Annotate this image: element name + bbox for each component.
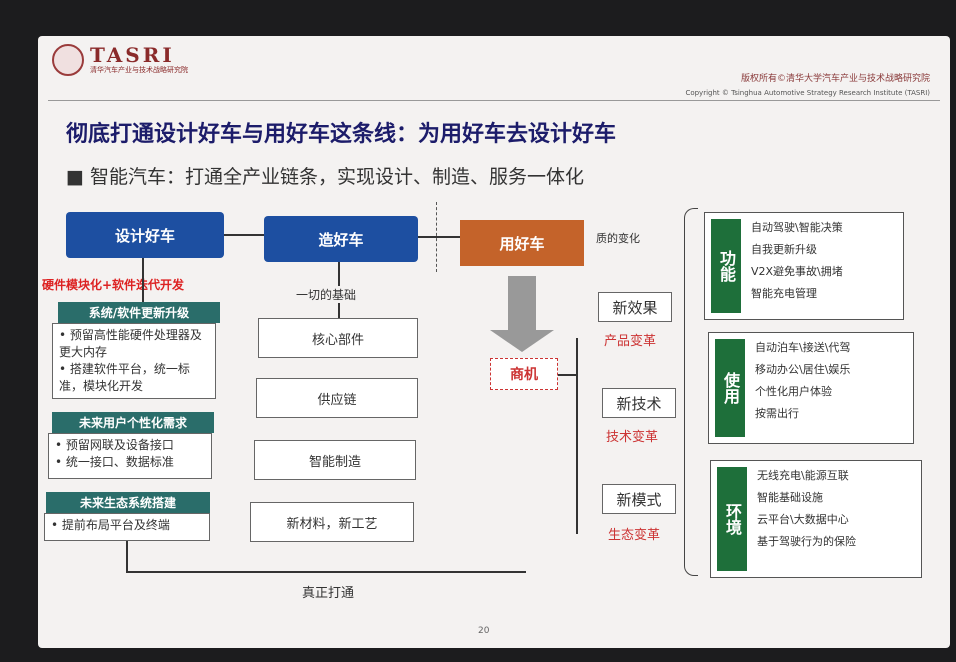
arrow-design-make xyxy=(224,234,264,236)
make-good-car-box: 造好车 xyxy=(264,216,418,262)
copyright: 版权所有©清华大学汽车产业与技术战略研究院 Copyright © Tsingh… xyxy=(685,72,930,100)
dashed-divider xyxy=(436,202,437,272)
panel-item: 自我更新升级 xyxy=(751,243,817,256)
panel-item: V2X避免事故\拥堵 xyxy=(751,265,843,278)
driver-bracket xyxy=(576,338,578,534)
slide: TASRI 清华汽车产业与技术战略研究院 版权所有©清华大学汽车产业与技术战略研… xyxy=(38,36,950,648)
opportunity-box: 商机 xyxy=(490,358,558,390)
down-arrow-head xyxy=(490,330,554,352)
group-item: 提前布局平台及终端 xyxy=(61,518,170,532)
group-items: • 预留高性能硬件处理器及更大内存 • 搭建软件平台，统一标准，模块化开发 xyxy=(52,323,216,399)
design-method: 硬件模块化+软件迭代开发 xyxy=(42,278,185,292)
slide-title: 彻底打通设计好车与用好车这条线：为用好车去设计好车 xyxy=(66,122,617,147)
panel-function: 功能 自动驾驶\智能决策自我更新升级 V2X避免事故\拥堵智能充电管理 xyxy=(704,212,904,320)
panel-item: 云平台\大数据中心 xyxy=(757,513,849,526)
panel-item: 无线充电\能源互联 xyxy=(757,469,849,482)
panel-tag: 使用 xyxy=(715,339,745,437)
panel-tag: 环境 xyxy=(717,467,747,571)
panel-usage: 使用 自动泊车\接送\代驾移动办公\居住\娱乐个性化用户体验按需出行 xyxy=(708,332,914,444)
make-basis: 一切的基础 xyxy=(296,286,357,303)
make-item: 供应链 xyxy=(256,378,418,418)
panel-item: 自动驾驶\智能决策 xyxy=(751,221,843,234)
group-item: 预留网联及设备接口 xyxy=(65,438,174,452)
panel-item: 个性化用户体验 xyxy=(755,385,832,398)
make-item: 新材料，新工艺 xyxy=(250,502,414,542)
panel-tag: 功能 xyxy=(711,219,741,313)
group-item: 预留高性能硬件处理器及更大内存 xyxy=(59,328,202,359)
driver-box: 新技术 xyxy=(602,388,676,418)
bottom-label: 真正打通 xyxy=(302,586,355,601)
panel-environment: 环境 无线充电\能源互联智能基础设施云平台\大数据中心基于驾驶行为的保险 xyxy=(710,460,922,578)
group-item: 统一接口、数据标准 xyxy=(65,455,174,469)
group-head: 未来生态系统搭建 xyxy=(46,492,210,513)
subtitle-text: 智能汽车：打通全产业链条，实现设计、制造、服务一体化 xyxy=(90,166,585,188)
panel-item: 移动办公\居住\娱乐 xyxy=(755,363,851,376)
bottom-connector xyxy=(126,571,526,573)
brace xyxy=(684,208,698,576)
panel-item: 自动泊车\接送\代驾 xyxy=(755,341,851,354)
connector xyxy=(142,258,144,302)
copyright-cn: 版权所有©清华大学汽车产业与技术战略研究院 xyxy=(740,74,930,84)
design-good-car-box: 设计好车 xyxy=(66,212,224,258)
logo-text: TASRI xyxy=(90,43,175,67)
driver-box: 新模式 xyxy=(602,484,676,514)
make-item: 核心部件 xyxy=(258,318,418,358)
group-items: • 预留网联及设备接口 • 统一接口、数据标准 xyxy=(48,433,212,479)
panel-item: 智能基础设施 xyxy=(757,491,823,504)
group-head: 系统/软件更新升级 xyxy=(58,302,220,323)
qualitative-change-label: 质的变化 xyxy=(596,232,640,245)
arrow-make-use xyxy=(418,236,460,238)
page-number: 20 xyxy=(478,626,490,636)
panel-item: 智能充电管理 xyxy=(751,287,817,300)
group-head: 未来用户个性化需求 xyxy=(52,412,214,433)
driver-change: 生态变革 xyxy=(608,528,661,543)
connector xyxy=(126,541,128,571)
driver-box: 新效果 xyxy=(598,292,672,322)
tasri-logo: TASRI 清华汽车产业与技术战略研究院 xyxy=(52,44,188,76)
connector xyxy=(558,374,576,376)
seal-icon xyxy=(52,44,84,76)
driver-change: 技术变革 xyxy=(606,430,659,445)
group-items: • 提前布局平台及终端 xyxy=(44,513,210,541)
group-item: 搭建软件平台，统一标准，模块化开发 xyxy=(59,362,190,393)
subtitle: ■ 智能汽车：打通全产业链条，实现设计、制造、服务一体化 xyxy=(66,166,585,188)
make-item: 智能制造 xyxy=(254,440,416,480)
panel-item: 基于驾驶行为的保险 xyxy=(757,535,856,548)
copyright-en: Copyright © Tsinghua Automotive Strategy… xyxy=(685,89,930,97)
down-arrow-icon xyxy=(508,276,536,330)
use-good-car-box: 用好车 xyxy=(460,220,584,266)
driver-change: 产品变革 xyxy=(604,334,657,349)
logo-subtitle: 清华汽车产业与技术战略研究院 xyxy=(90,66,188,74)
panel-item: 按需出行 xyxy=(755,407,799,420)
divider xyxy=(48,100,940,101)
